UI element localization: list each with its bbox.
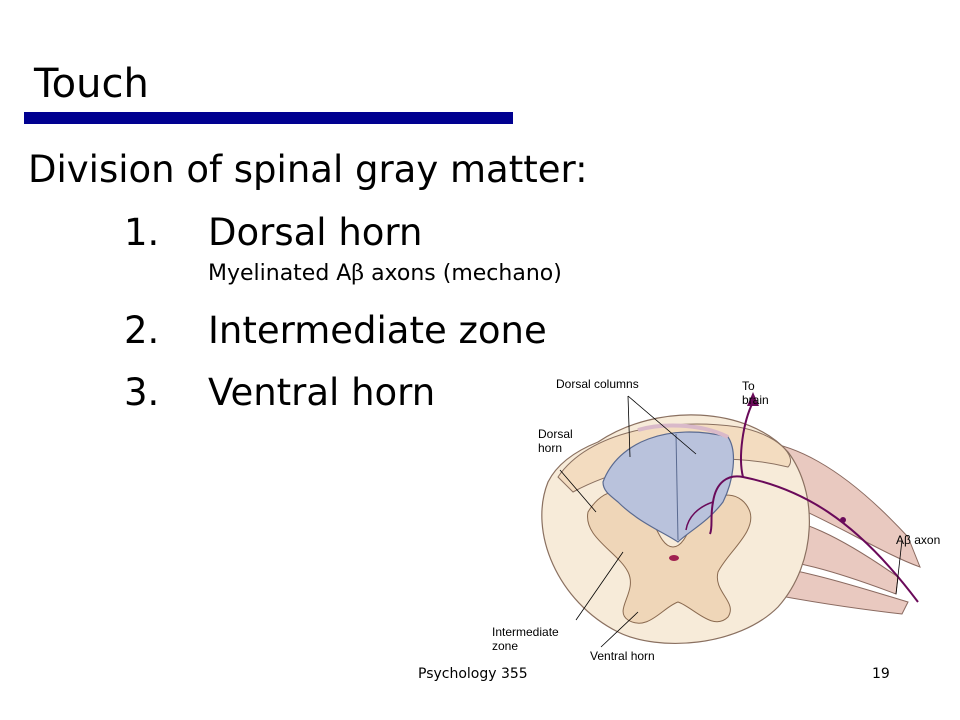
sub-item-prefix: Myelinated A	[208, 261, 352, 286]
spinal-cord-cross-section-figure: Dorsal columns To brain Dorsal horn Aβ a…	[488, 362, 960, 664]
beta-symbol: β	[351, 261, 365, 286]
list-item-intermediate-zone: 2. Intermediate zone	[124, 308, 547, 354]
sub-item-myelinated-axons: Myelinated Aβ axons (mechano)	[208, 260, 562, 288]
slide-heading: Division of spinal gray matter:	[28, 148, 588, 191]
label-intermediate-line1: Intermediate	[492, 625, 559, 639]
label-leader-lines	[559, 395, 903, 648]
label-to-brain-line1: To	[742, 379, 755, 393]
list-item-number: 1.	[124, 211, 160, 254]
list-item-number: 2.	[124, 309, 160, 352]
footer-course-name: Psychology 355	[418, 666, 528, 682]
title-underline-bar	[24, 112, 513, 124]
list-item-label: Dorsal horn	[208, 211, 423, 254]
label-to-brain-line2: brain	[742, 393, 769, 407]
list-item-number: 3.	[124, 371, 160, 414]
label-ab-axon: Aβ axon	[896, 533, 940, 547]
central-canal	[669, 555, 679, 561]
label-intermediate-line2: zone	[492, 639, 518, 653]
slide-title: Touch	[34, 61, 149, 107]
footer-page-number: 19	[872, 666, 890, 682]
label-dorsal-columns: Dorsal columns	[556, 377, 639, 391]
dorsal-columns	[602, 431, 734, 543]
list-item-label: Intermediate zone	[208, 309, 547, 352]
list-item-label: Ventral horn	[208, 371, 436, 414]
label-dorsal-horn-line2: horn	[538, 441, 562, 455]
ab-axon	[709, 475, 919, 603]
label-dorsal-horn-line1: Dorsal	[538, 427, 573, 441]
sub-item-suffix: axons (mechano)	[364, 261, 562, 286]
list-item-dorsal-horn: 1. Dorsal horn	[124, 210, 422, 256]
to-brain-arrowhead	[747, 392, 759, 406]
label-ventral-horn: Ventral horn	[590, 649, 655, 663]
list-item-ventral-horn: 3. Ventral horn	[124, 370, 435, 416]
